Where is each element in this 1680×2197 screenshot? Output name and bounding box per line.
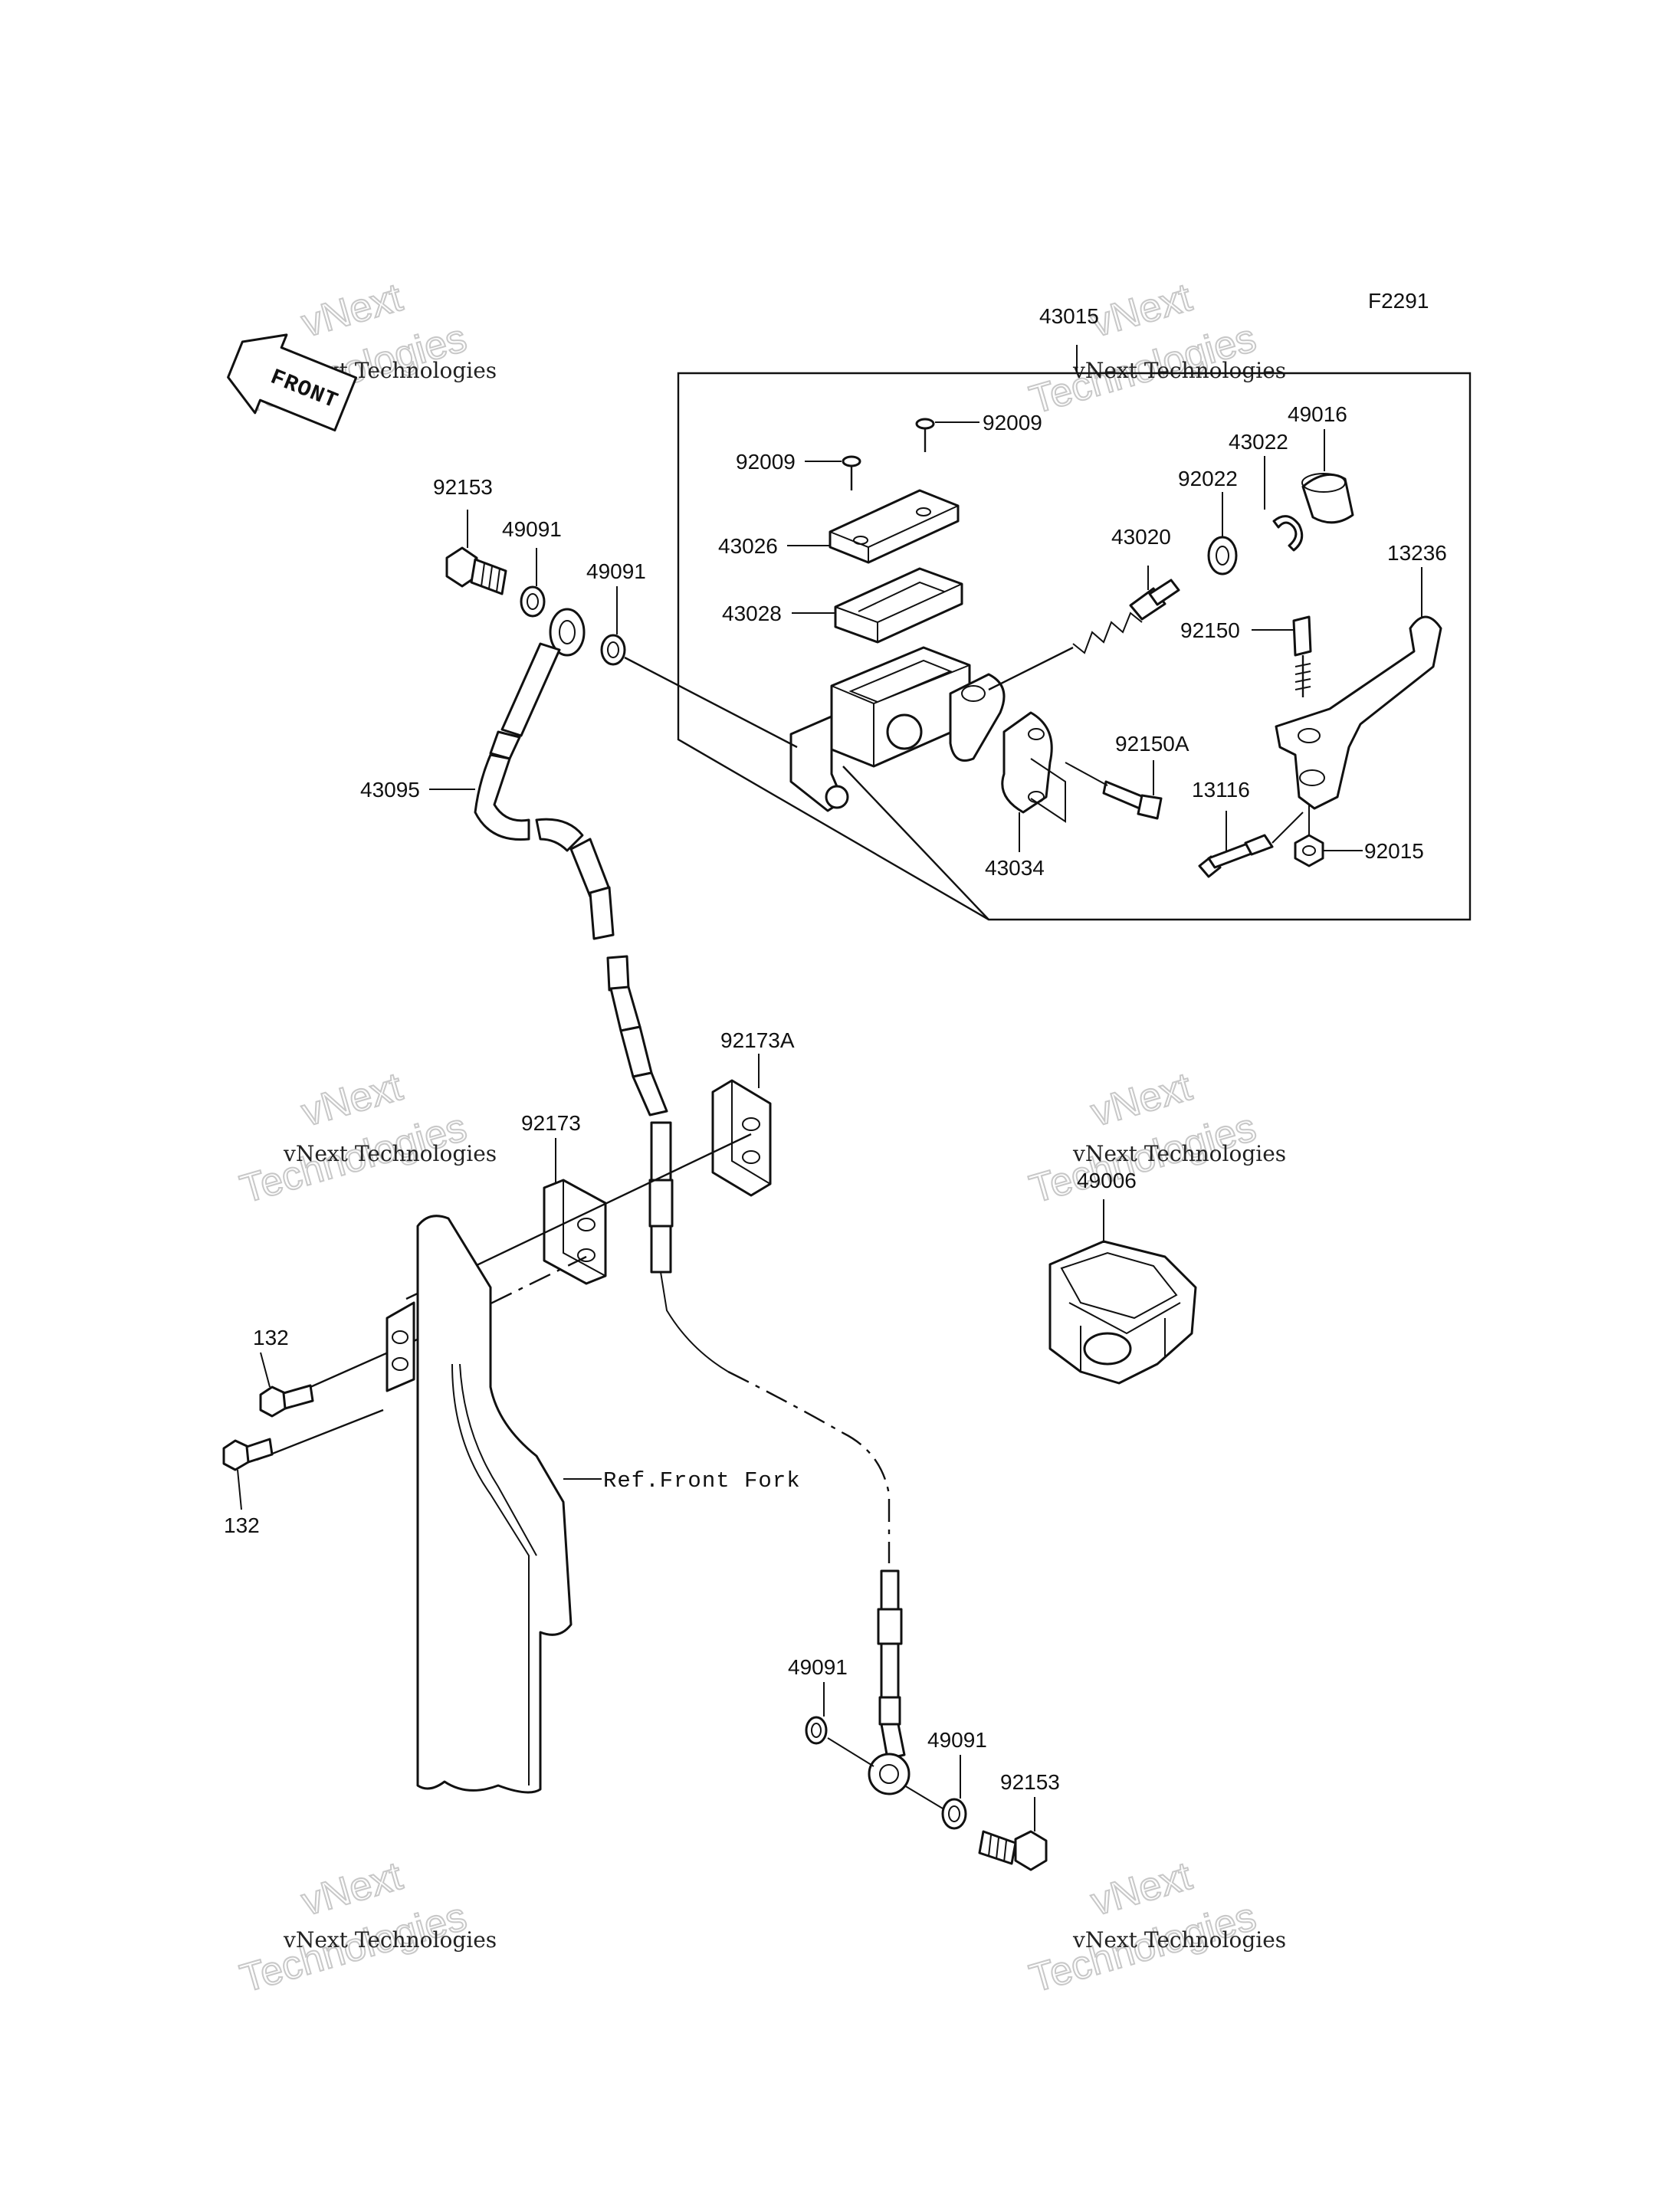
- svg-text:vNext Technologies: vNext Technologies: [283, 1927, 497, 1953]
- label-92150A: 92150A: [1115, 732, 1189, 756]
- label-132-upper: 132: [253, 1326, 289, 1349]
- nut-92015: [1294, 805, 1363, 867]
- boot-49016: [1301, 473, 1354, 524]
- reservoir-cap-43026: [829, 489, 960, 564]
- washer-49091-bot1: [805, 1716, 828, 1745]
- hose-routing-dashed: [727, 1370, 891, 1563]
- label-43028: 43028: [722, 602, 782, 625]
- watermark-middle-right: vNext Technologies vNext Technologies: [1024, 1064, 1286, 1213]
- washer-49091-top1: [520, 585, 546, 618]
- piston-spring-43020: [988, 566, 1180, 691]
- banjo-bolt-92153-top: [445, 510, 507, 595]
- cover-49006: [1048, 1199, 1197, 1385]
- label-49006: 49006: [1077, 1169, 1137, 1192]
- watermark-top-right: vNext Technologies vNext Technologies: [1024, 274, 1286, 424]
- label-49016: 49016: [1288, 402, 1347, 426]
- label-132-lower: 132: [224, 1513, 260, 1537]
- label-49091-top2: 49091: [586, 559, 646, 583]
- label-92009-right: 92009: [983, 411, 1042, 434]
- bolt-132-upper: [259, 1352, 314, 1418]
- washer-92022: [1207, 536, 1238, 575]
- label-92173: 92173: [521, 1111, 581, 1135]
- hose-clamp-92173A: [711, 1054, 772, 1197]
- washer-49091-top2: [600, 634, 626, 666]
- master-cylinder-assembly-box: [677, 372, 1472, 921]
- label-49091-bot2: 49091: [927, 1728, 987, 1752]
- label-92015: 92015: [1364, 839, 1424, 863]
- label-92173A: 92173A: [720, 1028, 795, 1052]
- label-43095: 43095: [360, 778, 420, 802]
- centerline-box-edge: [842, 766, 989, 920]
- watermark-bottom-right: vNext Technologies vNext Technologies: [1024, 1853, 1286, 2002]
- pivot-pin-13116: [1198, 811, 1304, 878]
- label-ref-front-fork: Ref.Front Fork: [603, 1468, 801, 1494]
- bolt-132-lower: [222, 1438, 274, 1510]
- clamp-43034: [1001, 711, 1053, 814]
- diaphragm-43028: [834, 567, 963, 644]
- bolt-align-line-2: [256, 1408, 384, 1461]
- screw-92009-left: [805, 455, 861, 490]
- brake-hose-43095: [474, 608, 729, 1372]
- centerline-banjo-to-cylinder: [624, 656, 798, 749]
- label-49091-top1: 49091: [502, 517, 562, 541]
- label-92153-bottom: 92153: [1000, 1770, 1060, 1794]
- circlip-43022: [1272, 515, 1304, 552]
- label-92022: 92022: [1178, 467, 1238, 490]
- bolt-92150: [1252, 615, 1312, 697]
- front-fork-reference: [386, 1215, 602, 1794]
- label-13116: 13116: [1192, 778, 1250, 802]
- label-43020: 43020: [1111, 525, 1171, 549]
- label-92009-left: 92009: [736, 450, 796, 474]
- label-43026: 43026: [718, 534, 778, 558]
- svg-text:vNext Technologies: vNext Technologies: [1072, 1927, 1286, 1953]
- watermark-middle-left: vNext Technologies vNext Technologies: [235, 1064, 497, 1213]
- watermark-bottom-left: vNext Technologies vNext Technologies: [235, 1853, 497, 2002]
- label-43034: 43034: [985, 856, 1045, 880]
- label-43022: 43022: [1229, 430, 1288, 454]
- label-49091-bot1: 49091: [788, 1655, 848, 1679]
- hose-clamp-92173: [543, 1138, 607, 1285]
- master-cylinder-body: [789, 646, 1006, 812]
- front-arrow-icon: FRONT: [227, 333, 358, 432]
- centerline-lower-1: [827, 1737, 874, 1767]
- centerline-lower-2: [904, 1785, 943, 1809]
- label-13236: 13236: [1387, 541, 1447, 565]
- figure-code: F2291: [1368, 289, 1429, 313]
- label-92153-top: 92153: [433, 475, 493, 499]
- svg-text:vNext Technologies: vNext Technologies: [1072, 358, 1286, 383]
- svg-text:vNext Technologies: vNext Technologies: [283, 1141, 497, 1166]
- label-92150: 92150: [1180, 618, 1240, 642]
- lower-hose-fitting: [868, 1569, 911, 1795]
- banjo-bolt-92153-bottom: [978, 1797, 1048, 1871]
- screw-92009-right: [915, 418, 979, 452]
- label-43015: 43015: [1039, 304, 1099, 328]
- svg-text:vNext Technologies: vNext Technologies: [1072, 1141, 1286, 1166]
- bolt-92150A: [1065, 760, 1163, 820]
- washer-49091-bot2: [941, 1798, 967, 1830]
